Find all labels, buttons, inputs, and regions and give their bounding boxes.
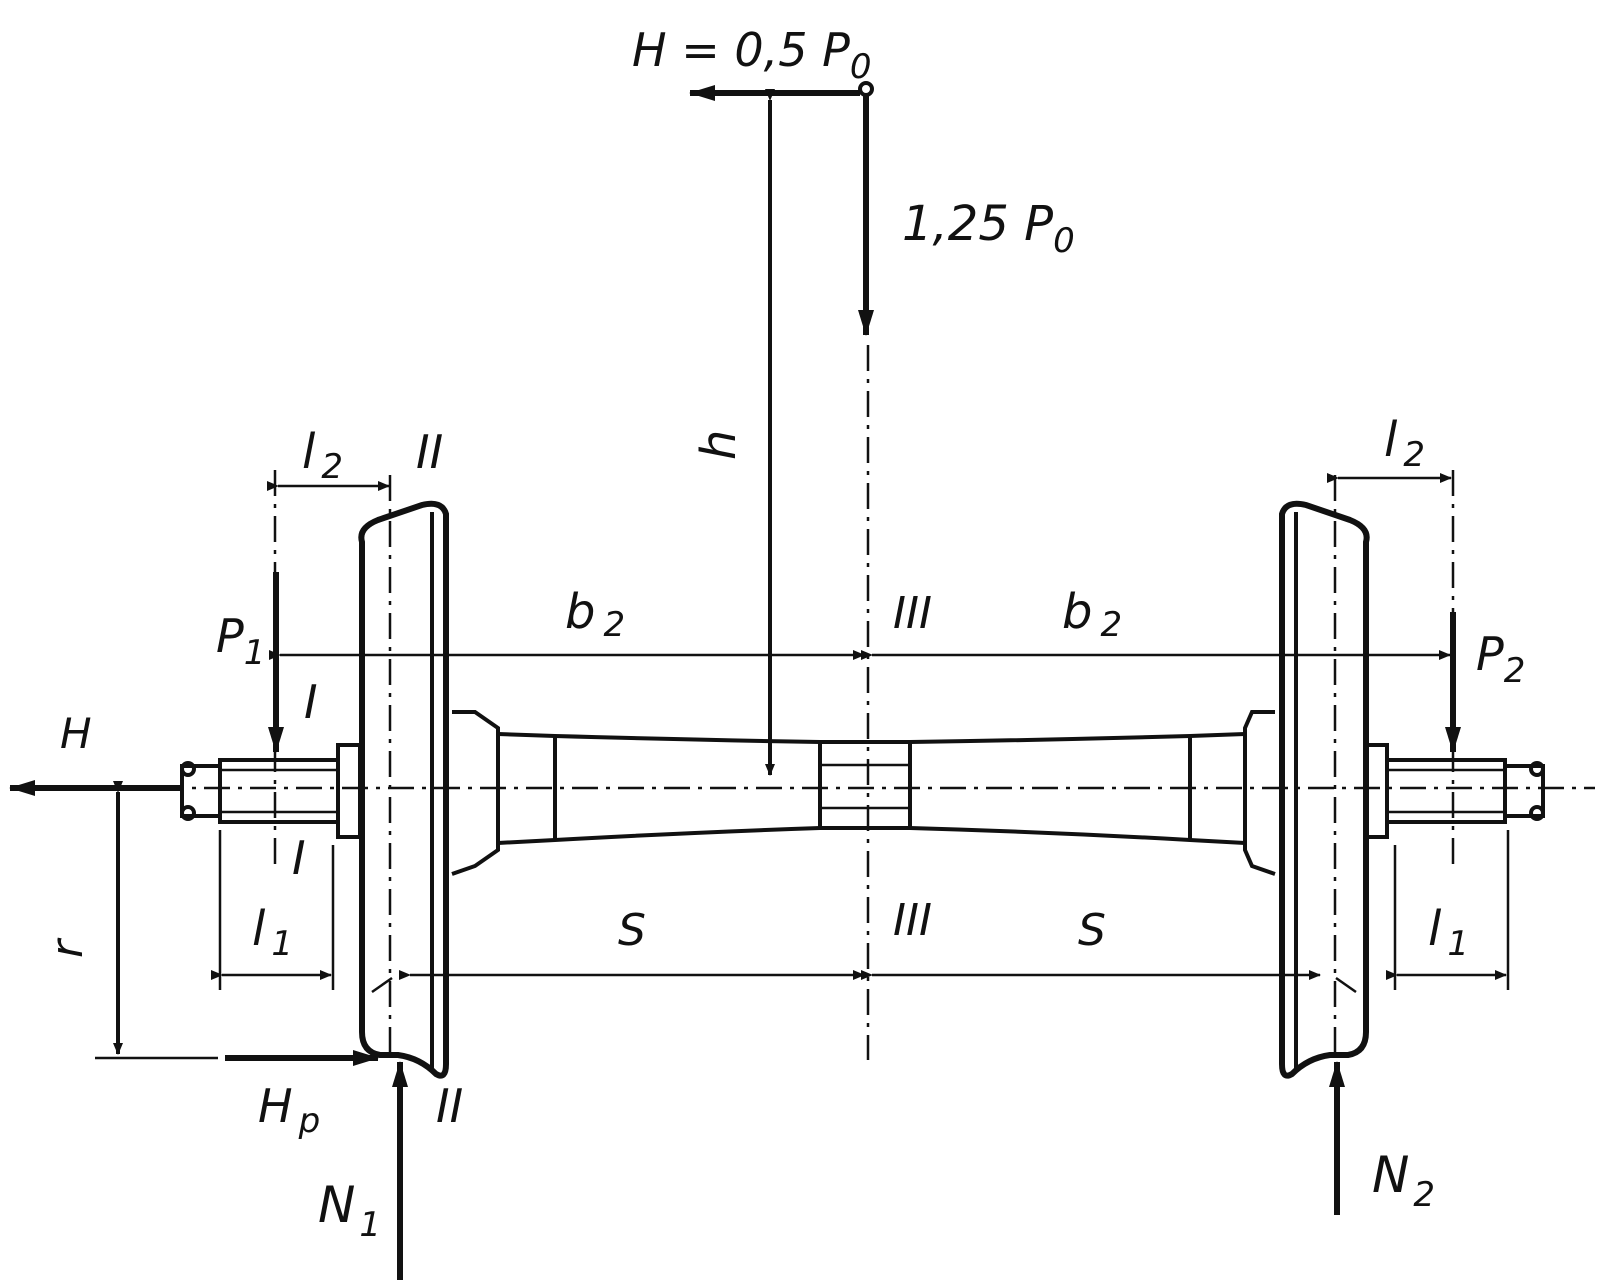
dim-l1-right: [1386, 830, 1510, 990]
label-s-right: S: [1078, 905, 1106, 956]
dim-radius: [95, 781, 218, 1060]
top-loads: [689, 81, 874, 776]
label-radius: r: [42, 937, 93, 958]
left-wheel: [358, 500, 449, 1079]
label-section-1-top: I: [304, 675, 318, 729]
label-height-h: h: [691, 430, 747, 460]
label-p2: P2: [1476, 627, 1525, 691]
axle-body: [451, 710, 1276, 876]
label-axle-h: H: [60, 709, 92, 758]
label-s-left: S: [618, 905, 646, 956]
label-h-force: H = 0,5 P0: [632, 23, 872, 87]
label-section-2-bottom: II: [436, 1079, 463, 1133]
label-section-1-bottom: I: [292, 831, 306, 885]
label-p1: P1: [216, 609, 265, 673]
right-journal: [1363, 743, 1545, 839]
label-vertical-load: 1,25 P0: [902, 196, 1075, 261]
label-section-3-bottom: III: [893, 895, 932, 946]
dim-l1-left: [211, 830, 335, 990]
left-journal: [180, 743, 362, 839]
right-wheel: [1279, 500, 1370, 1079]
label-section-3-top: III: [893, 588, 932, 639]
label-section-2-top: II: [416, 425, 443, 479]
